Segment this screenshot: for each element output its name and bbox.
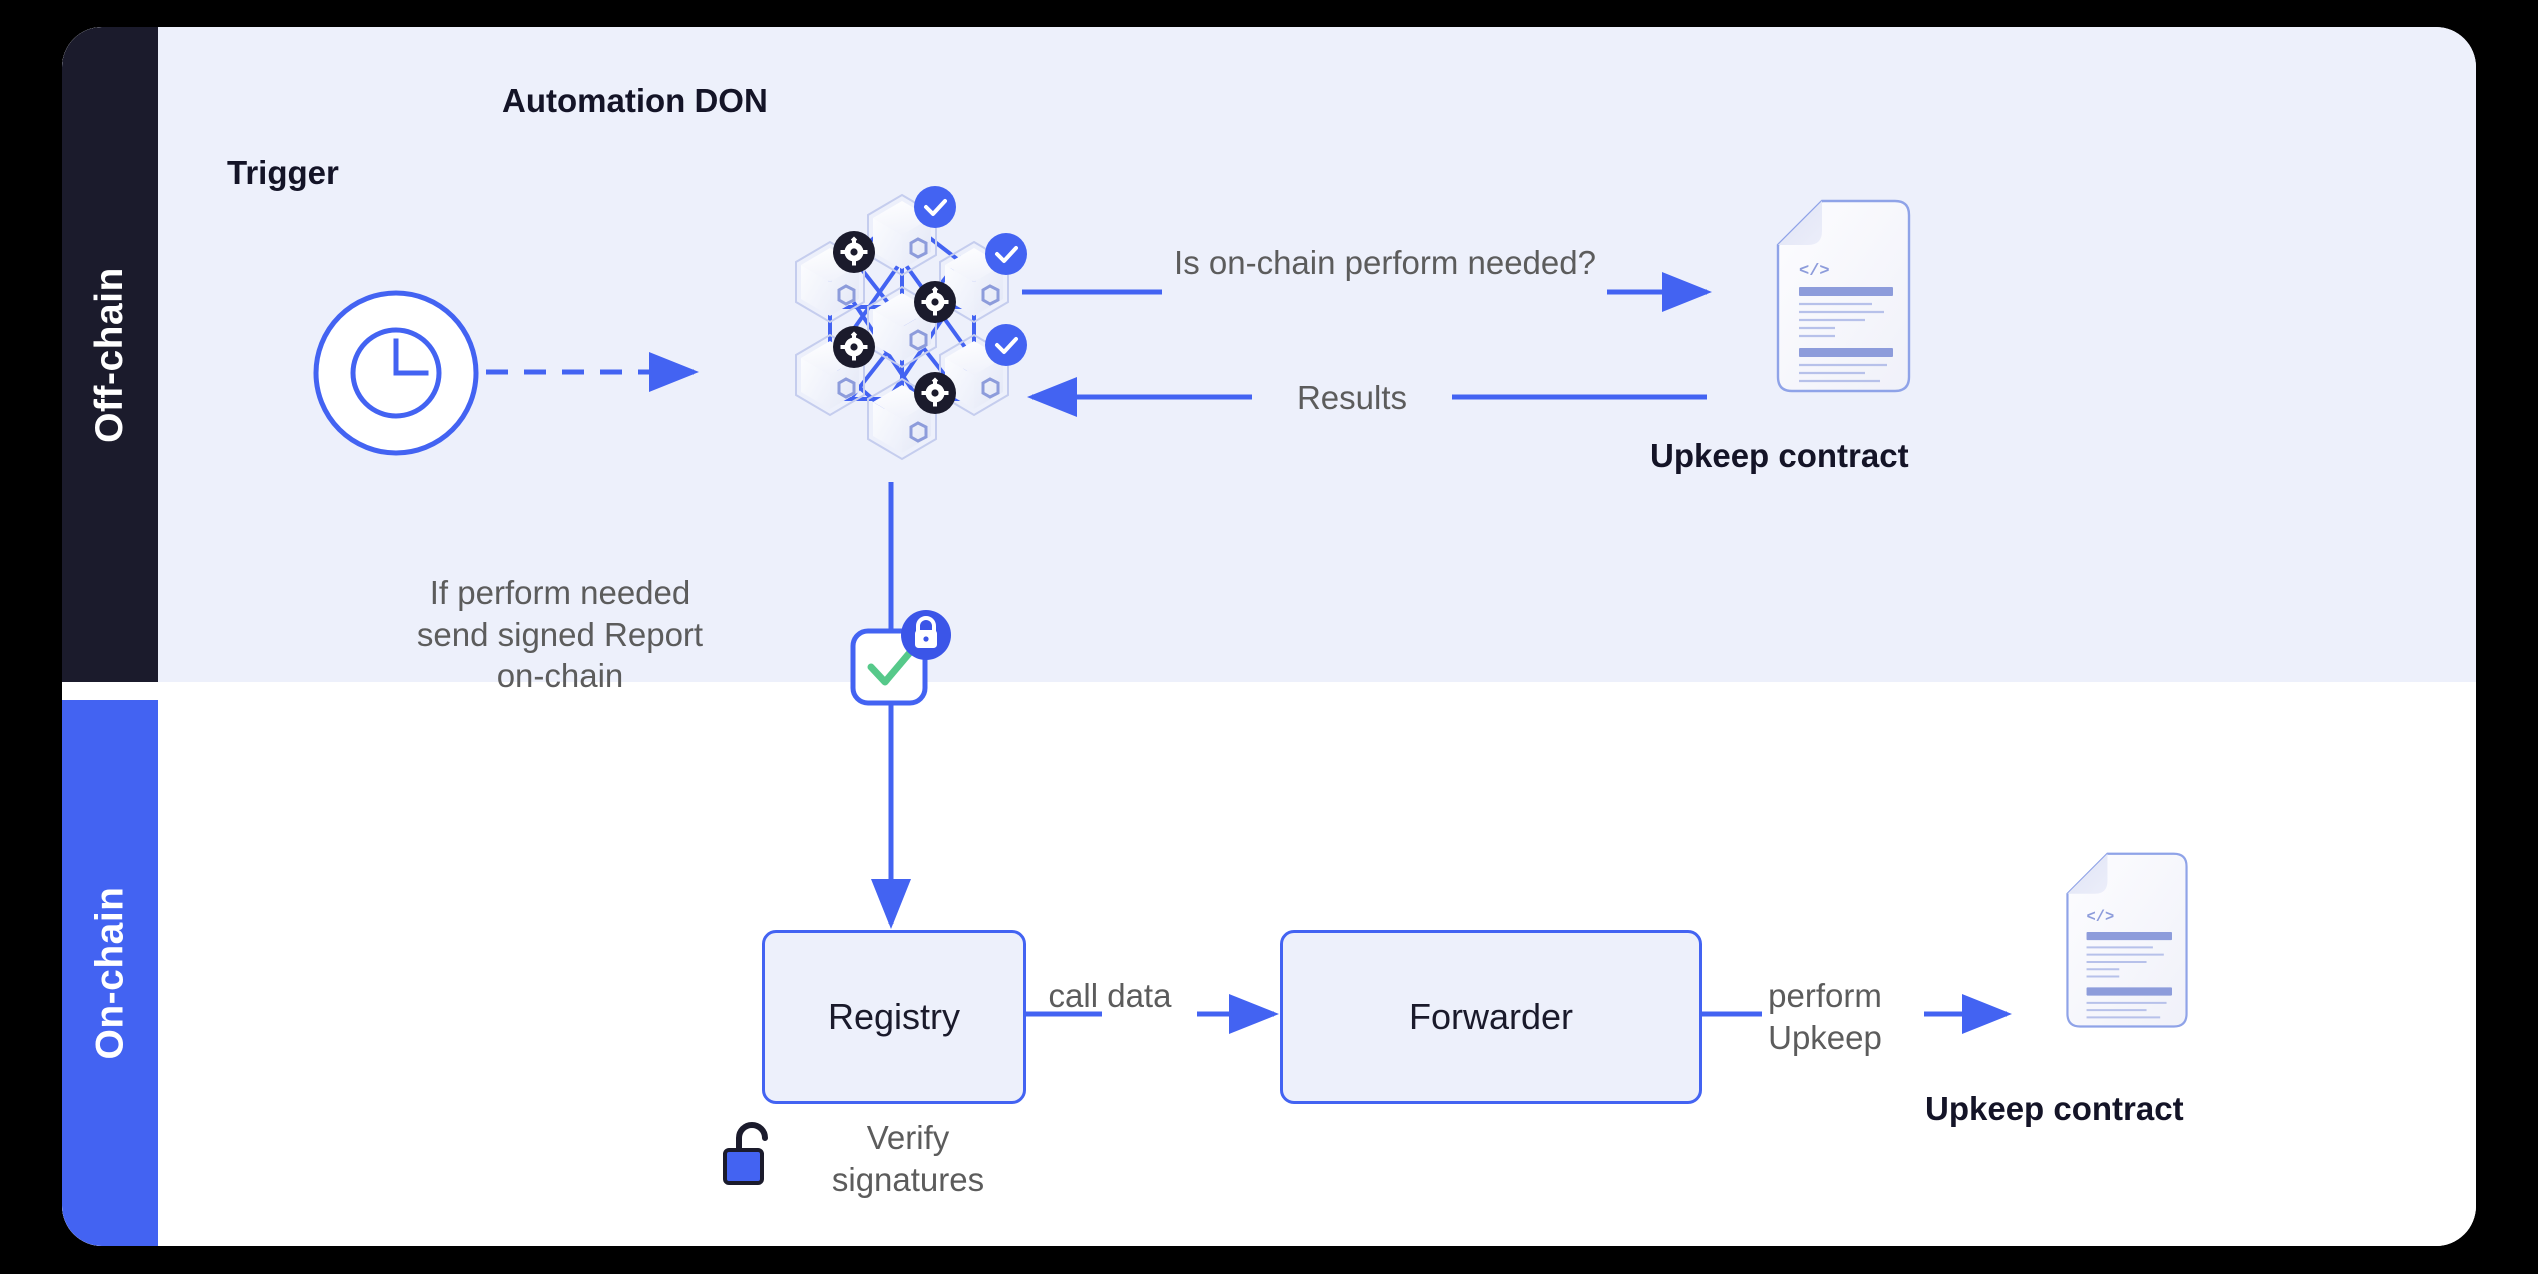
don-node-right-lower [939,324,1027,417]
don-nodes [795,186,1027,461]
verify-signatures-icon-wrap [722,1122,784,1193]
trigger-clock [312,289,480,462]
don-node-bottom [867,372,956,461]
check-badge [985,233,1027,275]
check-badge [914,186,956,228]
verify-signatures-label: Verify signatures [831,1119,985,1198]
unlock-icon [723,1122,768,1185]
check-badge [985,324,1027,366]
upkeep-contract-top-label: Upkeep contract [1650,437,1909,474]
forwarder-label: Forwarder [1408,996,1574,1037]
forwarder-box[interactable]: Forwarder [1280,930,1702,1104]
don-node-left-lower [795,326,875,417]
registry-label: Registry [827,996,961,1037]
don-title: Automation DON [502,82,768,119]
signed-report-badge [850,609,960,714]
upkeep-contract-top: </> [1717,187,1937,402]
code-document-icon: </> [2066,852,2188,1028]
onchain-rail-label: On-chain [88,886,132,1060]
don-node-left-upper [795,231,875,324]
call-data-label: call data [1048,977,1172,1014]
query-label: Is on-chain perform needed? [1174,244,1596,281]
don-node-top [867,186,956,277]
svg-text:</>: </> [1799,262,1830,281]
don-node-right-upper [939,233,1027,324]
results-label: Results [1296,379,1408,416]
trigger-title: Trigger [227,154,339,191]
offchain-rail-label: Off-chain [88,266,132,443]
don-network-graphic [795,186,1027,461]
automation-don-cluster [722,157,1082,492]
upkeep-contract-bottom-label: Upkeep contract [1925,1090,2184,1127]
upkeep-contract-bottom: </> [2012,839,2212,1039]
send-report-label: If perform needed send signed Report on-… [416,574,704,695]
onchain-rail: On-chain [62,700,158,1246]
registry-box[interactable]: Registry [762,930,1026,1104]
code-document-icon: </> [1776,199,1911,393]
clock-icon [313,290,479,456]
diagram-card: Off-chain On-chain [62,27,2476,1246]
svg-text:</>: </> [2087,908,2115,926]
perform-upkeep-label: perform Upkeep [1768,977,1882,1056]
don-node-center [867,281,956,369]
offchain-rail: Off-chain [62,27,158,682]
check-square-icon [850,610,951,706]
